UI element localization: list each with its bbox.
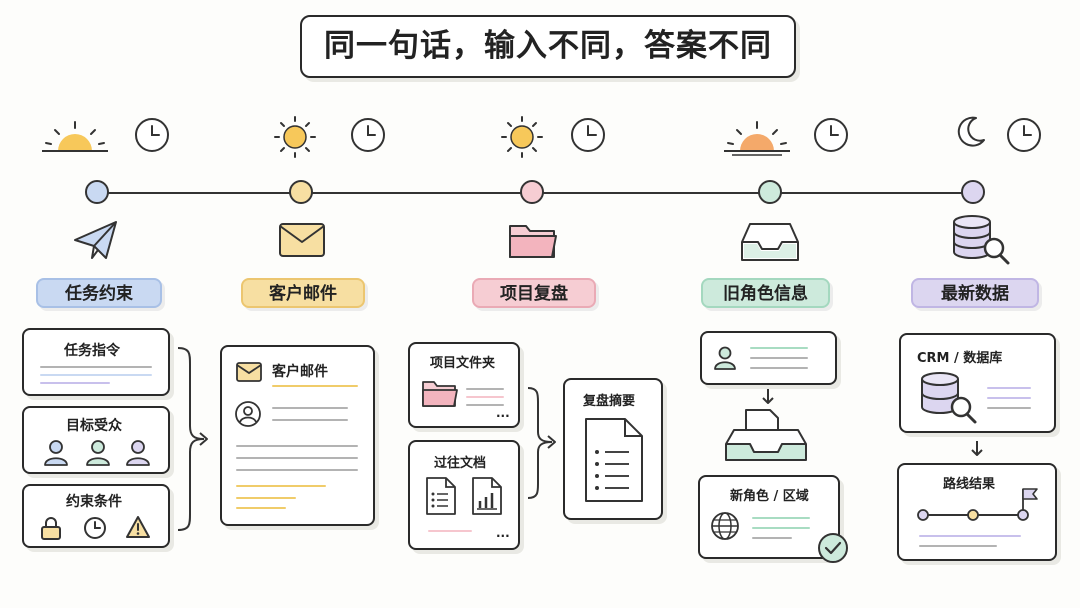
text-line <box>752 517 810 519</box>
envelope-icon <box>236 362 262 382</box>
constraints-card: 约束条件 <box>22 484 170 548</box>
user-icon <box>86 440 110 466</box>
timeline-node <box>961 180 985 204</box>
new-role-label: 新角色 / 区域 <box>730 489 809 504</box>
route-result-label: 路线结果 <box>943 477 996 492</box>
text-line <box>236 445 358 447</box>
database-search-icon <box>921 372 977 424</box>
text-line <box>987 387 1031 389</box>
text-line <box>987 407 1031 409</box>
title-box: 同一句话，输入不同，答案不同 <box>300 15 796 78</box>
list-document-icon <box>426 477 456 515</box>
stage-label-email: 客户邮件 <box>241 278 365 308</box>
globe-icon <box>711 512 739 540</box>
customer-email-card: 客户邮件 <box>220 345 375 526</box>
constraints-label: 约束条件 <box>66 494 122 510</box>
text-line <box>752 527 810 529</box>
text-line <box>40 374 152 376</box>
text-line <box>236 469 358 471</box>
text-line <box>40 366 152 368</box>
task-instruction-card: 任务指令 <box>22 328 170 396</box>
text-line <box>466 404 504 406</box>
email-title: 客户邮件 <box>272 364 328 380</box>
review-summary-label: 复盘摘要 <box>583 394 636 409</box>
ellipsis: ... <box>496 526 510 540</box>
text-line <box>919 545 997 547</box>
text-line <box>750 347 808 349</box>
user-icon <box>714 346 736 370</box>
text-line <box>236 507 286 509</box>
text-line <box>236 457 358 459</box>
folder-icon <box>509 225 557 258</box>
sunrise-icon <box>42 121 108 152</box>
crm-database-label: CRM / 数据库 <box>917 351 1003 366</box>
clock-icon <box>351 118 385 152</box>
task-instruction-label: 任务指令 <box>64 343 120 359</box>
bracket-arrow <box>177 347 208 531</box>
down-arrow <box>971 441 983 456</box>
text-line <box>272 407 348 409</box>
timeline-node <box>520 180 544 204</box>
text-line <box>466 388 504 390</box>
stage-label-data: 最新数据 <box>911 278 1039 308</box>
timeline-node <box>289 180 313 204</box>
down-arrow <box>762 389 774 404</box>
text-line <box>236 485 326 487</box>
user-avatar-icon <box>235 401 261 427</box>
timeline-node <box>85 180 109 204</box>
check-circle-icon <box>818 533 848 563</box>
bracket-arrow <box>527 387 556 499</box>
past-docs-card: 过往文档 ... <box>408 440 520 550</box>
text-line <box>272 385 358 387</box>
timeline-node <box>758 180 782 204</box>
crm-database-card: CRM / 数据库 <box>899 333 1056 433</box>
text-line <box>750 367 808 369</box>
user-icon <box>44 440 68 466</box>
target-audience-card: 目标受众 <box>22 406 170 474</box>
past-docs-label: 过往文档 <box>434 456 487 471</box>
lock-icon <box>41 517 61 540</box>
sun-icon <box>274 116 316 158</box>
text-line <box>236 497 296 499</box>
moon-icon <box>957 116 985 147</box>
sun-icon <box>501 116 543 158</box>
clock-icon <box>135 118 169 152</box>
project-folder-label: 项目文件夹 <box>430 356 496 371</box>
clock-icon <box>84 517 106 539</box>
envelope-icon <box>279 223 325 257</box>
route-progress-icon <box>917 488 1038 521</box>
text-line <box>919 535 1021 537</box>
review-summary-card: 复盘摘要 <box>563 378 663 520</box>
text-line <box>40 382 110 384</box>
clock-icon <box>571 118 605 152</box>
clock-icon <box>814 118 848 152</box>
text-line <box>987 397 1031 399</box>
archive-tray-icon <box>725 409 807 461</box>
stage-label-role: 旧角色信息 <box>701 278 830 308</box>
text-line <box>272 419 348 421</box>
folder-icon <box>422 381 458 407</box>
stage-label-project: 项目复盘 <box>472 278 596 308</box>
chart-document-icon <box>472 477 502 515</box>
project-folder-card: 项目文件夹 ... <box>408 342 520 428</box>
database-search-icon <box>953 215 1010 265</box>
summary-document-icon <box>585 418 643 502</box>
route-result-card: 路线结果 <box>897 463 1057 561</box>
ellipsis: ... <box>496 406 510 420</box>
warning-icon <box>126 516 150 538</box>
text-line <box>466 396 504 398</box>
text-line <box>752 537 792 539</box>
target-audience-label: 目标受众 <box>66 418 122 434</box>
page-title: 同一句话，输入不同，答案不同 <box>324 28 772 64</box>
stage-label-task: 任务约束 <box>36 278 162 308</box>
text-line <box>428 530 472 532</box>
text-line <box>750 357 808 359</box>
sunset-icon <box>724 121 790 156</box>
paper-plane-icon <box>74 221 117 259</box>
clock-icon <box>1007 118 1041 152</box>
inbox-tray-icon <box>741 223 799 261</box>
old-role-card <box>700 331 837 385</box>
new-role-card: 新角色 / 区域 <box>698 475 840 559</box>
user-icon <box>126 440 150 466</box>
